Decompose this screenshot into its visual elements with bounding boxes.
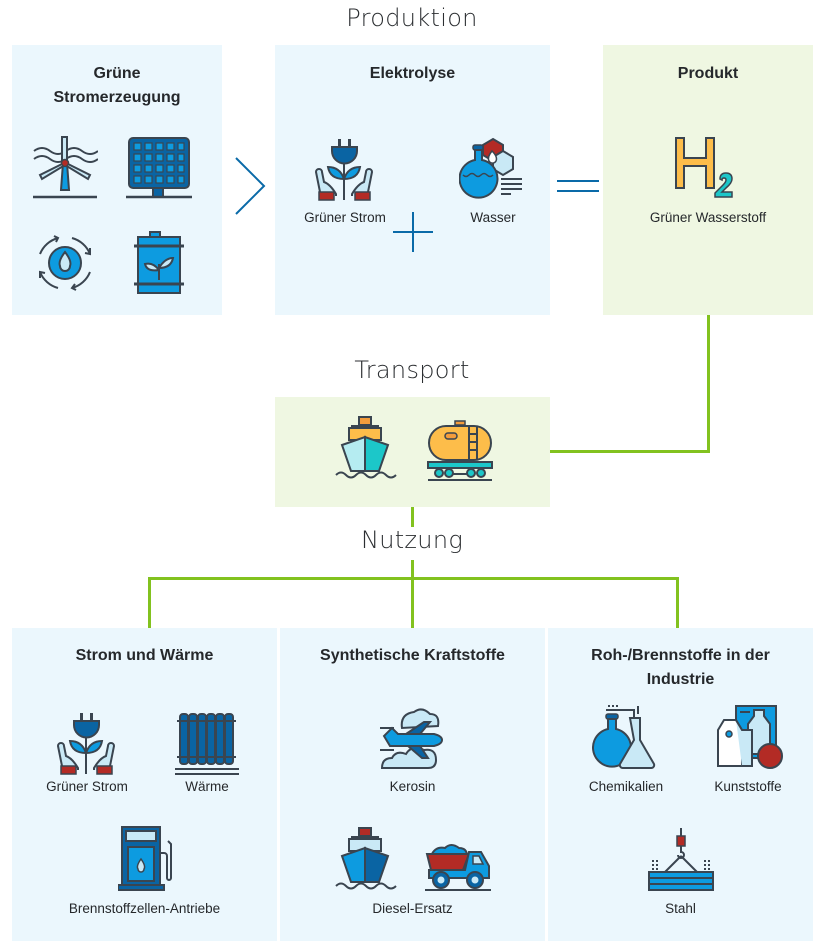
panel-title: Synthetische Kraftstoffe — [320, 647, 505, 664]
connector-product-down — [707, 315, 710, 453]
product-label: Grüner Wasserstoff — [649, 210, 767, 225]
panel-power-heat: Strom und Wärme Grüner Strom Wärme Brenn… — [12, 628, 277, 941]
biofuel-barrel-icon — [134, 231, 184, 294]
item-label: Grüner Strom — [46, 779, 128, 794]
fuel-pump-icon — [118, 826, 172, 891]
title-line: Stromerzeugung — [53, 89, 181, 106]
title-line: Roh-/Brennstoffe in der — [591, 647, 770, 664]
airplane-icon — [380, 708, 444, 769]
item-label: Brennstoffzellen-Antriebe — [68, 901, 221, 916]
hydrogen-h2-icon — [675, 137, 733, 198]
radiator-icon — [175, 713, 239, 775]
panel-title: Roh-/Brennstoffe in der Industrie — [548, 644, 813, 692]
title-line: Grüne — [93, 65, 141, 82]
chevron-right-icon — [235, 157, 266, 215]
green-power-hands-icon — [56, 713, 116, 775]
section-title-production: Produktion — [346, 4, 478, 32]
panel-industry: Roh-/Brennstoffe in der Industrie Chemik… — [548, 628, 813, 941]
dump-truck-icon — [425, 844, 491, 891]
connector-to-transport — [550, 450, 710, 453]
tank-wagon-icon — [427, 420, 493, 481]
water-cycle-icon — [39, 235, 91, 291]
equals-icon — [557, 180, 599, 192]
item-label: Grüner Strom — [304, 210, 386, 225]
connector-transport-down — [411, 507, 414, 527]
chemistry-flasks-icon — [592, 705, 656, 769]
item-label: Chemikalien — [588, 779, 664, 794]
panel-title: Elektrolyse — [369, 65, 456, 82]
section-title-transport: Transport — [354, 356, 470, 384]
plastics-icon — [717, 705, 783, 769]
wind-turbine-icon — [33, 136, 98, 199]
green-power-hands-icon — [314, 139, 374, 201]
solar-panel-icon — [126, 137, 192, 199]
item-label: Kerosin — [389, 779, 436, 794]
panel-synthetic-fuels: Synthetische Kraftstoffe Kerosin Diesel-… — [280, 628, 545, 941]
ship-icon — [335, 416, 397, 479]
item-label: Kunststoffe — [714, 779, 782, 794]
title-line: Industrie — [646, 671, 715, 688]
item-label: Diesel-Ersatz — [372, 901, 453, 916]
ship-icon — [335, 827, 397, 890]
panel-electrolysis: Elektrolyse Grüner Strom Wasser — [275, 45, 550, 315]
item-label: Wärme — [185, 779, 229, 794]
panel-title: Grüne Stromerzeugung — [12, 62, 222, 110]
item-label: Wasser — [470, 210, 516, 225]
panel-product: Produkt Grüner Wasserstoff — [603, 45, 813, 315]
water-flask-icon — [459, 137, 522, 199]
section-title-usage: Nutzung — [360, 526, 464, 554]
plus-icon — [393, 212, 433, 252]
panel-transport — [275, 397, 550, 507]
connector-usage-horizontal — [148, 577, 679, 580]
panel-green-power-generation: Grüne Stromerzeugung — [12, 45, 222, 315]
item-label: Stahl — [665, 901, 696, 916]
connector-usage-right — [676, 577, 679, 628]
panel-title: Produkt — [677, 65, 739, 82]
steel-beams-icon — [648, 828, 714, 891]
panel-title: Strom und Wärme — [75, 647, 214, 664]
connector-usage-left — [148, 577, 151, 628]
connector-usage-down — [411, 560, 414, 628]
